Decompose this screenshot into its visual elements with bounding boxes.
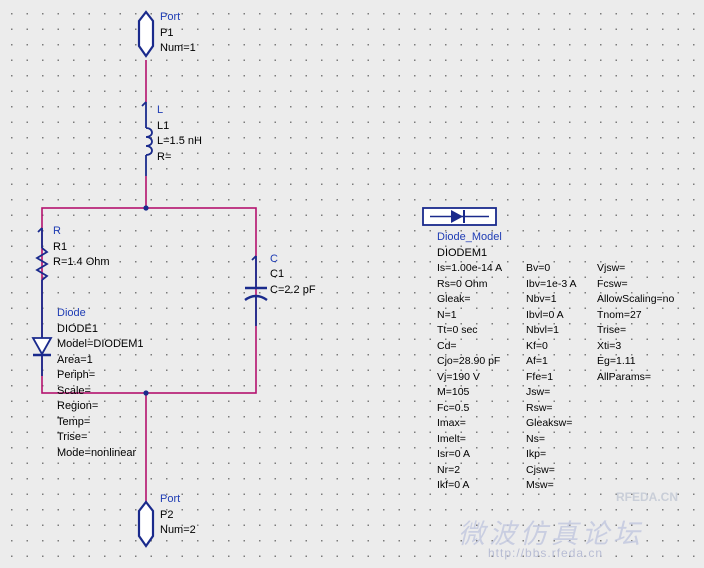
port-p1-num: Num=1 bbox=[160, 42, 196, 54]
watermark-cn: 微波仿真论坛 bbox=[458, 519, 644, 550]
inductor-name: L1 bbox=[157, 120, 170, 132]
diode-model-param: Imelt= bbox=[437, 432, 466, 445]
diode-symbol[interactable] bbox=[31, 300, 53, 376]
diode-model-type: Diode_Model bbox=[437, 231, 502, 243]
diode-model-param: Cjsw= bbox=[526, 463, 555, 476]
diode-param: Area=1 bbox=[57, 354, 93, 366]
diode-model-param: Rs=0 Ohm bbox=[437, 277, 488, 290]
diode-model-param: Eg=1.11 bbox=[597, 355, 636, 367]
watermark-url: http://bbs.rfeda.cn bbox=[488, 546, 604, 560]
diode-model-param: Fc=0.5 bbox=[437, 401, 470, 414]
resistor-name: R1 bbox=[53, 241, 68, 253]
capacitor-c1-symbol[interactable] bbox=[244, 255, 268, 326]
diode-name: DIODE1 bbox=[57, 323, 98, 335]
diode-model-param: Cd= bbox=[437, 339, 457, 352]
diode-model-param: Ibvl=0 A bbox=[526, 308, 564, 321]
inductor-value: L=1.5 nH bbox=[157, 135, 202, 147]
diode-model-param: Af=1 bbox=[526, 355, 548, 367]
inductor-type: L bbox=[157, 104, 164, 116]
diode-model-name: DIODEM1 bbox=[437, 247, 488, 259]
port-p2-type: Port bbox=[160, 493, 181, 505]
diode-model-param: Nr=2 bbox=[437, 463, 461, 476]
diode-model-param: Gleaksw= bbox=[526, 417, 573, 429]
diode-model-param: Ibv=1e-3 A bbox=[526, 277, 577, 290]
diode-model-param: Msw= bbox=[526, 479, 554, 491]
port-p1-name: P1 bbox=[160, 27, 174, 39]
inductor-l1-symbol[interactable] bbox=[141, 101, 153, 176]
diode-model-param: Ns= bbox=[526, 432, 545, 445]
diode-model-param: Trise= bbox=[597, 324, 627, 336]
port-p1-type: Port bbox=[160, 11, 181, 23]
diode-model-param: Jsw= bbox=[526, 386, 551, 398]
diode-model-param: Nbv=1 bbox=[526, 293, 557, 305]
diode-model-param: Tt=0 sec bbox=[437, 324, 478, 336]
port-p2-symbol[interactable] bbox=[137, 500, 155, 548]
junction-bottom bbox=[143, 390, 149, 396]
port-p2-num: Num=2 bbox=[160, 524, 196, 536]
capacitor-value: C=2.2 pF bbox=[270, 284, 316, 296]
diode-param: Model=DIODEM1 bbox=[57, 338, 144, 350]
port-p1-symbol[interactable] bbox=[137, 10, 155, 58]
diode-model-param: Gleak= bbox=[437, 293, 471, 305]
diode-param: Periph= bbox=[57, 369, 96, 381]
junctions bbox=[143, 205, 149, 396]
diode-model-param: Kf=0 bbox=[526, 339, 548, 352]
diode-param: Mode=nonlinear bbox=[57, 447, 137, 459]
resistor-value: R=1.4 Ohm bbox=[53, 256, 110, 268]
capacitor-name: C1 bbox=[270, 268, 285, 280]
diode-model-param: AllParams= bbox=[597, 370, 651, 383]
diode-model-param: Bv=0 bbox=[526, 262, 551, 274]
diode-model-param: Nbvl=1 bbox=[526, 324, 559, 336]
diode-model-param: M=105 bbox=[437, 386, 470, 398]
diode-param: Scale= bbox=[57, 385, 91, 397]
diode-model-param: Isr=0 A bbox=[437, 448, 470, 460]
resistor-type: R bbox=[53, 225, 61, 237]
diode-model-param: Fcsw= bbox=[597, 277, 628, 290]
diode-model-param: AllowScaling=no bbox=[597, 293, 675, 305]
diode-model-symbol[interactable] bbox=[422, 207, 497, 226]
diode-model-param: Ffe=1 bbox=[526, 370, 554, 383]
diode-model-param: Rsw= bbox=[526, 401, 553, 414]
resistor-r1-symbol[interactable] bbox=[35, 227, 49, 300]
junction-top bbox=[143, 205, 149, 211]
diode-type: Diode bbox=[57, 307, 86, 319]
diode-model-param: Vj=190 V bbox=[437, 370, 480, 383]
diode-model-param: Is=1.00e-14 A bbox=[437, 262, 503, 274]
diode-model-param: Xti=3 bbox=[597, 339, 622, 352]
diode-param: Temp= bbox=[57, 416, 91, 428]
watermark-brand: RFEDA.CN bbox=[616, 490, 678, 504]
diode-model-param: Ikf=0 A bbox=[437, 479, 470, 491]
diode-model-param: Cjo=28.90 pF bbox=[437, 355, 501, 367]
diode-model-param: Imax= bbox=[437, 417, 466, 429]
diode-model-param: Ikp= bbox=[526, 448, 547, 460]
diode-param: Trise= bbox=[57, 431, 88, 443]
diode-param: Region= bbox=[57, 400, 99, 412]
diode-model-param: Tnom=27 bbox=[597, 308, 642, 321]
diode-model-param: N=1 bbox=[437, 308, 457, 321]
inductor-resistance: R= bbox=[157, 151, 172, 163]
port-p2-name: P2 bbox=[160, 509, 174, 521]
capacitor-type: C bbox=[270, 253, 278, 265]
diode-model-param: Vjsw= bbox=[597, 262, 626, 274]
